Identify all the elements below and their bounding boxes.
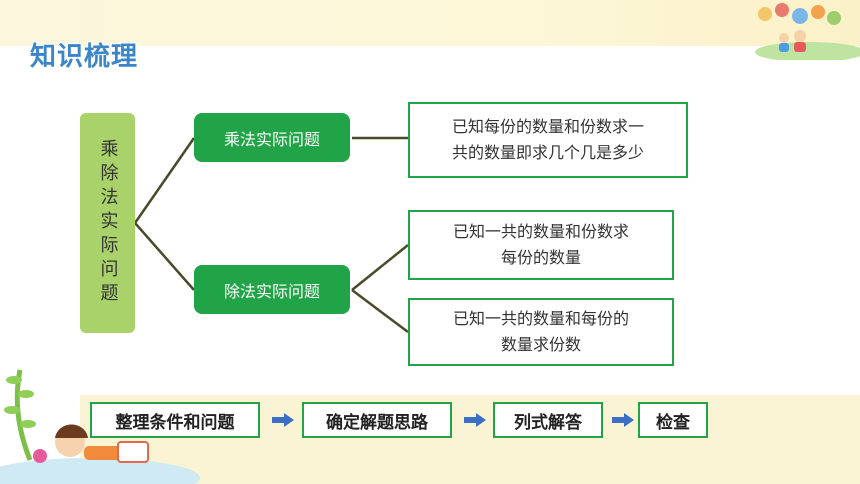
description-multiplication: 已知每份的数量和份数求一 共的数量即求几个几是多少 bbox=[408, 102, 688, 178]
root-node: 乘除法实际问题 bbox=[80, 113, 135, 333]
numbers-kids-illustration bbox=[755, 3, 860, 60]
desc-line: 已知一共的数量和每份的 bbox=[452, 309, 629, 328]
description-division-grouping: 已知一共的数量和每份的 数量求份数 bbox=[408, 298, 674, 366]
step-label: 确定解题思路 bbox=[326, 412, 428, 433]
page-title: 知识梳理 bbox=[30, 42, 139, 72]
branch-multiplication: 乘法实际问题 bbox=[194, 113, 350, 162]
right-arrow-icon bbox=[464, 413, 486, 427]
desc-line: 已知一共的数量和份数求 bbox=[452, 222, 629, 241]
desc-line: 每份的数量 bbox=[500, 248, 581, 267]
step-write-equation: 列式解答 bbox=[493, 402, 603, 438]
step-check: 检查 bbox=[638, 402, 708, 438]
root-node-label: 乘除法实际问题 bbox=[97, 139, 119, 307]
desc-line: 数量求份数 bbox=[500, 335, 581, 354]
child-reading-illustration bbox=[0, 369, 200, 484]
step-label: 检查 bbox=[656, 412, 690, 433]
branch-multiplication-label: 乘法实际问题 bbox=[223, 129, 320, 149]
step-organize-conditions: 整理条件和问题 bbox=[90, 402, 260, 438]
desc-line: 共的数量即求几个几是多少 bbox=[451, 143, 644, 162]
branch-division-label: 除法实际问题 bbox=[223, 281, 320, 301]
step-label: 列式解答 bbox=[514, 412, 582, 433]
step-determine-approach: 确定解题思路 bbox=[302, 402, 452, 438]
header-band bbox=[0, 0, 860, 46]
description-division-equal-share: 已知一共的数量和份数求 每份的数量 bbox=[408, 210, 674, 280]
step-label: 整理条件和问题 bbox=[115, 412, 235, 433]
right-arrow-icon bbox=[612, 413, 634, 427]
right-arrow-icon bbox=[272, 413, 294, 427]
branch-division: 除法实际问题 bbox=[194, 265, 350, 314]
desc-line: 已知每份的数量和份数求一 bbox=[451, 117, 644, 136]
